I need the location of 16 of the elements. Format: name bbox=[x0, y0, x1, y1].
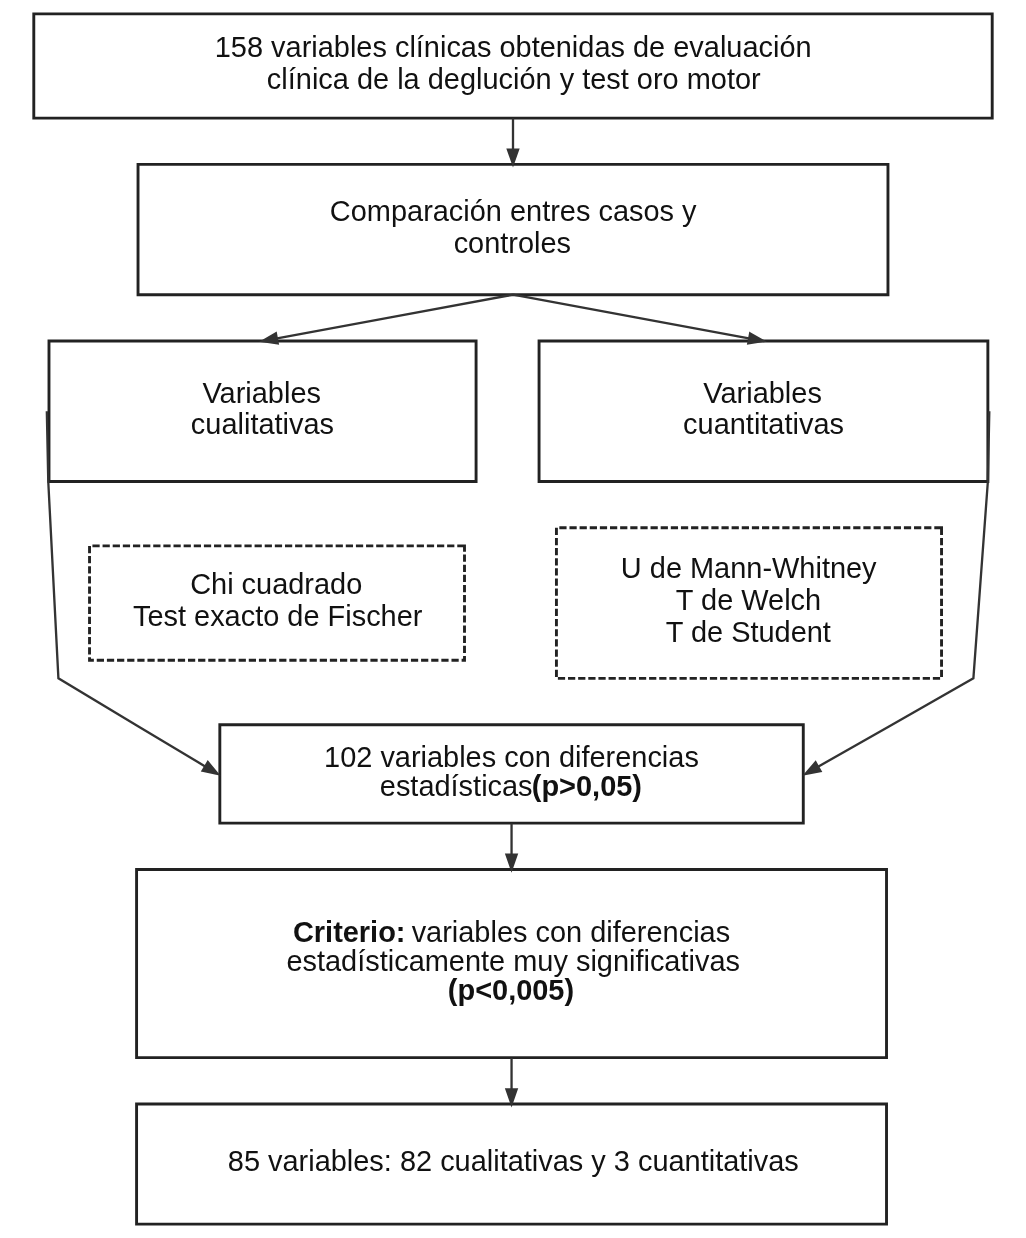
arrow bbox=[512, 293, 767, 345]
arrow bbox=[259, 293, 514, 345]
node-box: 102 variables con diferencias estadísticas(p>0,05) bbox=[218, 723, 805, 825]
node-box: Variables cuantitativas bbox=[537, 339, 990, 483]
node-box: Comparación entres casos y controles bbox=[136, 162, 890, 297]
arrow bbox=[802, 411, 991, 776]
node-box: Chi cuadrado Test exacto de Fischer bbox=[88, 544, 466, 662]
node-box: 85 variables: 82 cualitativas y 3 cuantitativas bbox=[135, 1102, 888, 1226]
arrow bbox=[45, 411, 221, 776]
node-box: Variables cualitativas bbox=[47, 339, 478, 483]
arrow bbox=[504, 823, 519, 873]
node-box: U de Mann-Whitney T de Welch T de Student bbox=[554, 526, 943, 680]
arrow bbox=[506, 118, 520, 168]
node-box: Criterio: variables con diferencias estadísticamente muy significativas (p<0,005) bbox=[135, 868, 888, 1060]
arrow bbox=[504, 1058, 519, 1108]
node-box: 158 variables clínicas obtenidas de evaluación clínica de la deglución y test oro motor bbox=[32, 12, 994, 120]
